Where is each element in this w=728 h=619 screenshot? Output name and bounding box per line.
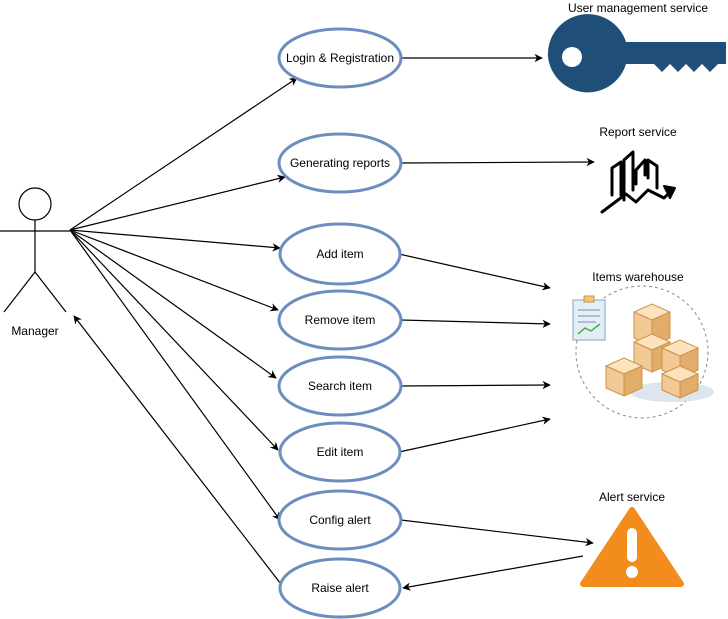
use-case-config-alert[interactable]: Config alert bbox=[277, 489, 403, 551]
edge-manager-login bbox=[69, 77, 298, 231]
edge-remove-warehouse bbox=[400, 319, 551, 328]
edge-manager-edit bbox=[69, 229, 279, 451]
edge-edit-warehouse bbox=[398, 416, 551, 453]
service-label: Alert service bbox=[599, 490, 665, 504]
edge-add-warehouse bbox=[398, 253, 551, 291]
use-case-label: Generating reports bbox=[290, 156, 390, 170]
stick-figure-icon bbox=[0, 187, 70, 313]
use-case-add-item[interactable]: Add item bbox=[278, 222, 402, 286]
use-case-reports[interactable]: Generating reports bbox=[277, 132, 403, 194]
edge-manager-reports bbox=[69, 174, 286, 231]
edge-manager-add bbox=[69, 229, 281, 252]
use-case-edit-item[interactable]: Edit item bbox=[278, 421, 402, 483]
edge-reports-report bbox=[400, 157, 595, 167]
use-case-raise-alert[interactable]: Raise alert bbox=[278, 557, 402, 619]
use-case-label: Raise alert bbox=[311, 581, 369, 595]
service-label: Items warehouse bbox=[592, 270, 684, 284]
edge-manager-search bbox=[69, 229, 277, 379]
service-report[interactable]: Report service bbox=[599, 125, 677, 214]
use-case-label: Search item bbox=[308, 379, 372, 393]
edge-manager-remove bbox=[69, 229, 279, 312]
service-label: User management service bbox=[568, 1, 708, 15]
service-items-warehouse[interactable]: Items warehouse bbox=[572, 270, 714, 419]
use-case-label: Login & Registration bbox=[286, 51, 394, 65]
chart-trend-icon bbox=[600, 150, 676, 214]
edge-search-warehouse bbox=[400, 380, 551, 390]
use-case-label: Config alert bbox=[309, 513, 371, 527]
use-cases: Login & Registration Generating reports … bbox=[277, 27, 403, 619]
actor-manager[interactable]: Manager bbox=[0, 187, 70, 338]
key-icon bbox=[547, 14, 726, 93]
warning-icon bbox=[580, 507, 684, 587]
service-user-management[interactable]: User management service bbox=[547, 1, 726, 93]
edge-manager-config bbox=[69, 229, 281, 521]
service-alert[interactable]: Alert service bbox=[580, 490, 684, 587]
use-case-login[interactable]: Login & Registration bbox=[277, 27, 403, 89]
service-label: Report service bbox=[599, 125, 677, 139]
use-case-remove-item[interactable]: Remove item bbox=[277, 289, 403, 351]
actor-label: Manager bbox=[11, 324, 58, 338]
use-case-search-item[interactable]: Search item bbox=[277, 355, 403, 417]
edge-raise-manager bbox=[73, 315, 285, 589]
warehouse-boxes-icon bbox=[572, 285, 714, 419]
edge-alert-raise bbox=[402, 555, 584, 591]
use-case-label: Add item bbox=[316, 247, 363, 261]
edge-config-alert bbox=[400, 519, 594, 547]
use-case-label: Remove item bbox=[305, 313, 376, 327]
use-case-label: Edit item bbox=[317, 445, 364, 459]
connectors bbox=[69, 53, 595, 591]
